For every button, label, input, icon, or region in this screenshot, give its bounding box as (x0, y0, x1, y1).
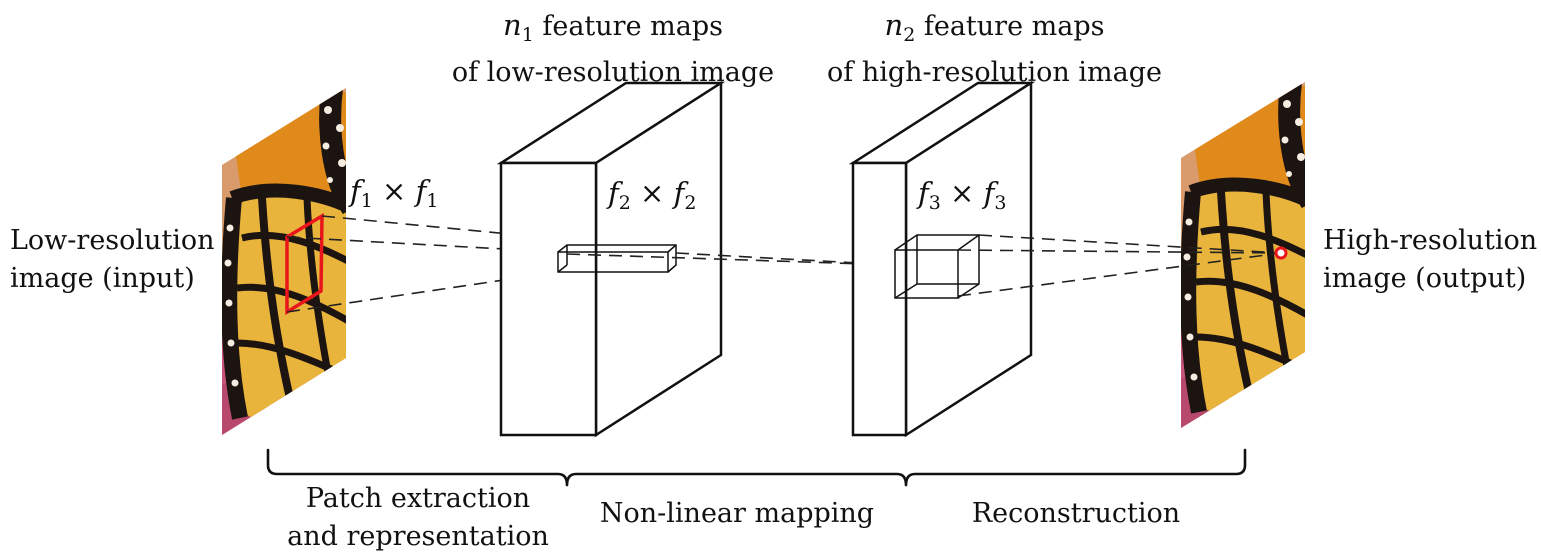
stage-reconstruction: Reconstruction (971, 498, 1181, 529)
dashed-line (566, 253, 896, 266)
feature-maps-block-2 (848, 80, 1036, 438)
dashed-line (957, 252, 1282, 297)
input-patch (285, 212, 324, 316)
n2-feature-maps-label: n2 feature maps of high-resolution image (827, 8, 1162, 88)
dashed-line (957, 249, 1282, 254)
output-pixel (1274, 246, 1288, 260)
dashed-line (286, 271, 559, 313)
stage-brace (266, 448, 1247, 487)
n1-feature-maps-label: n1 feature maps of low-resolution image (451, 8, 775, 88)
filter-size-f1: f1 × f1 (350, 174, 439, 212)
dashed-line (675, 252, 896, 266)
stage-patch-extraction: Patch extraction and representation (287, 483, 549, 552)
output-label: High-resolution image (output) (1323, 225, 1538, 294)
dashed-line (978, 234, 1282, 254)
output-image (1116, 82, 1311, 447)
feature-patch-1 (557, 244, 677, 273)
feature-maps-block-1 (496, 80, 726, 438)
filter-size-f3: f3 × f3 (918, 176, 1007, 214)
dashed-line (286, 236, 559, 253)
stage-nonlinear-mapping: Non-linear mapping (599, 498, 875, 529)
feature-patch-2 (894, 234, 980, 299)
filter-size-f2: f2 × f2 (608, 176, 697, 214)
input-label: Low-resolution image (input) (10, 225, 215, 294)
